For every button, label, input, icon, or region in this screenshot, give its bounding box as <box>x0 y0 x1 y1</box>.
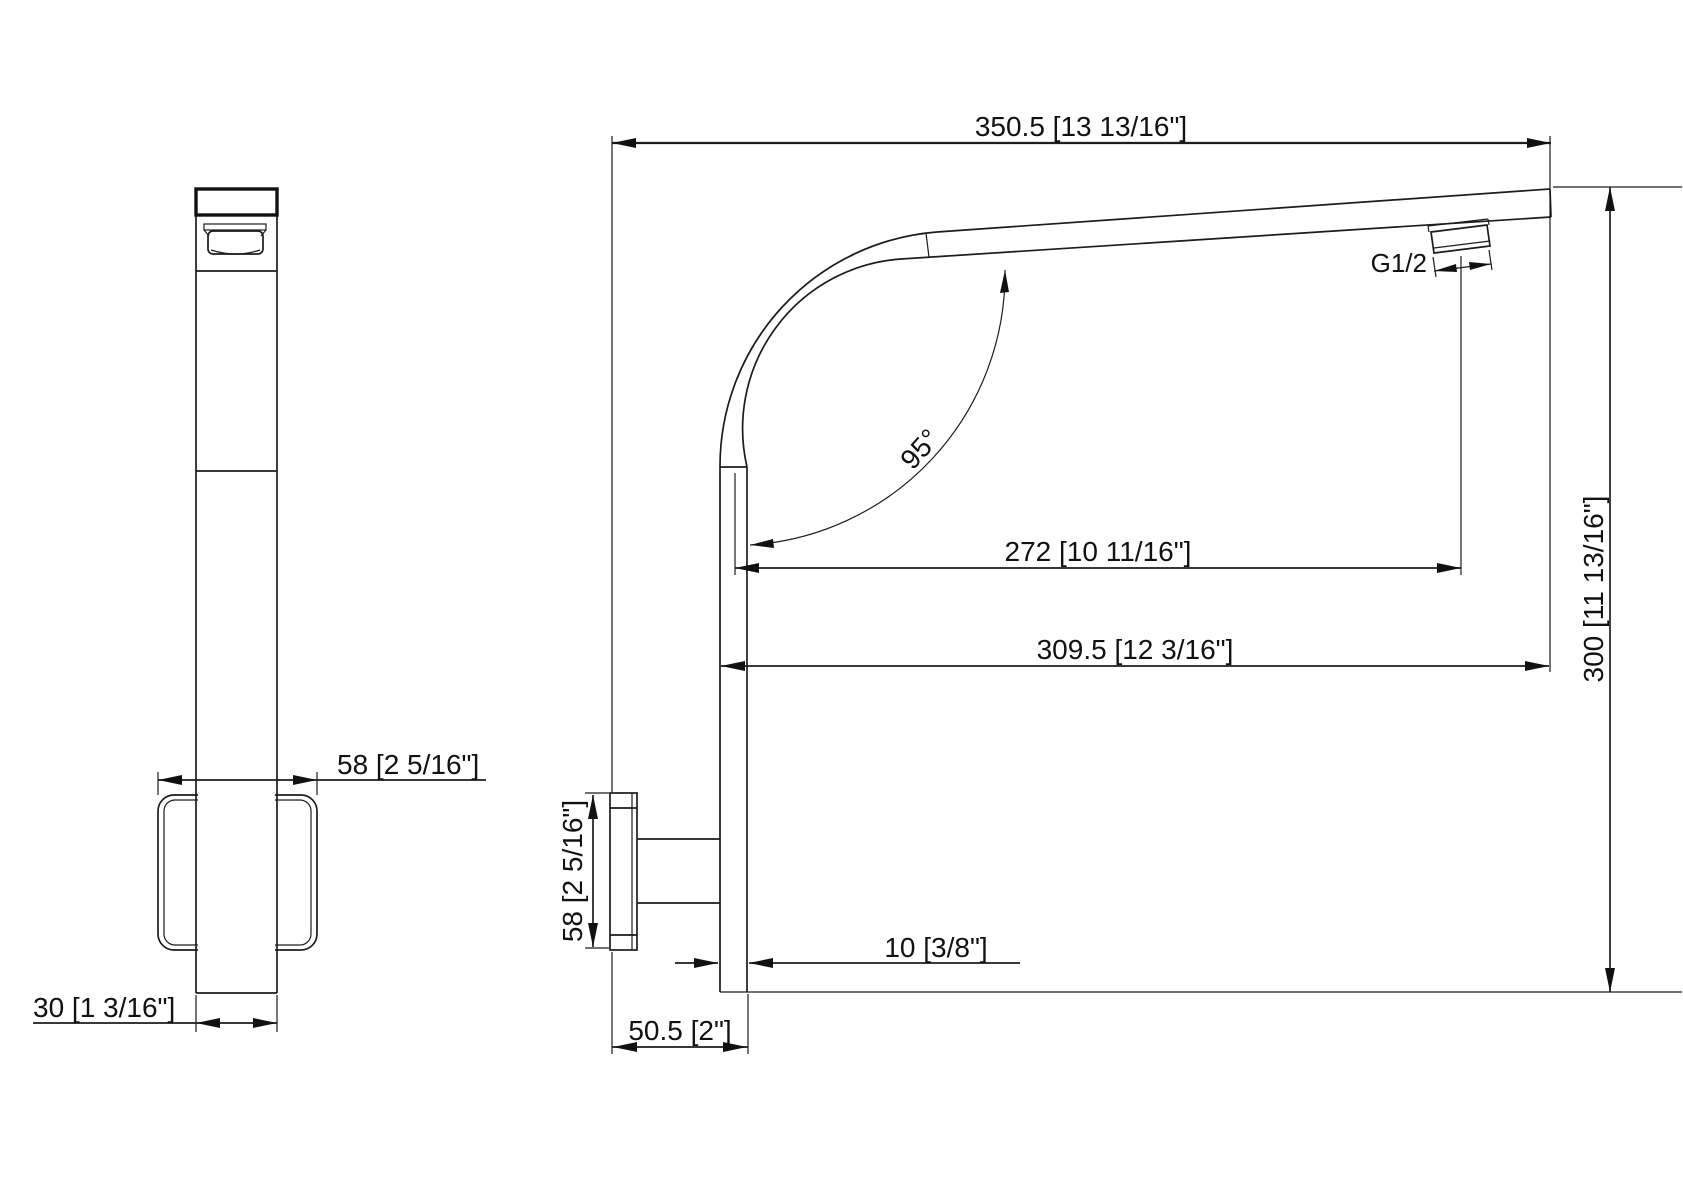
dim-drop-height-label: 300 [11 13/16"] <box>1578 496 1609 683</box>
dim-overall-length-label: 350.5 [13 13/16"] <box>975 111 1187 142</box>
dim-overall-length: 350.5 [13 13/16"] <box>611 111 1551 793</box>
side-escutcheon-plate <box>609 792 638 951</box>
side-riser <box>719 466 748 992</box>
dim-escutcheon-side-label: 58 [2 5/16"] <box>557 800 588 942</box>
dim-escutcheon-side: 58 [2 5/16"] <box>557 792 609 949</box>
side-mounting-stem <box>637 838 720 904</box>
dim-wall-to-tip-label: 309.5 [12 3/16"] <box>1037 634 1234 665</box>
front-escutcheon-plate <box>157 793 318 952</box>
front-view <box>157 187 318 994</box>
dim-bend-angle-label: 95° <box>894 423 945 475</box>
dim-wall-to-tip: 309.5 [12 3/16"] <box>721 634 1549 671</box>
side-nozzle <box>1427 218 1491 254</box>
side-arm <box>719 188 1552 468</box>
front-aerator <box>203 223 267 255</box>
side-view <box>609 188 1552 992</box>
dim-bar-depth: 10 [3/8"] <box>675 932 1020 968</box>
dim-bar-width: 30 [1 3/16"] <box>33 992 278 1032</box>
dim-wall-projection-label: 50.5 [2"] <box>628 1015 731 1046</box>
dim-bar-width-label: 30 [1 3/16"] <box>33 992 175 1023</box>
dim-nozzle-reach-label: 272 [10 11/16"] <box>1005 536 1192 567</box>
front-bar <box>195 189 278 994</box>
dim-nozzle-reach: 272 [10 11/16"] <box>734 256 1462 575</box>
front-arm-end <box>194 187 279 217</box>
dim-thread-label: G1/2 <box>1371 248 1427 278</box>
dim-thread: G1/2 <box>1371 248 1493 278</box>
dim-wall-projection: 50.5 [2"] <box>611 952 749 1054</box>
dim-drop-height: 300 [11 13/16"] <box>720 186 1682 993</box>
dim-bar-depth-label: 10 [3/8"] <box>884 932 987 963</box>
dim-escutcheon-front-label: 58 [2 5/16"] <box>337 749 479 780</box>
dim-escutcheon-front: 58 [2 5/16"] <box>157 749 486 795</box>
